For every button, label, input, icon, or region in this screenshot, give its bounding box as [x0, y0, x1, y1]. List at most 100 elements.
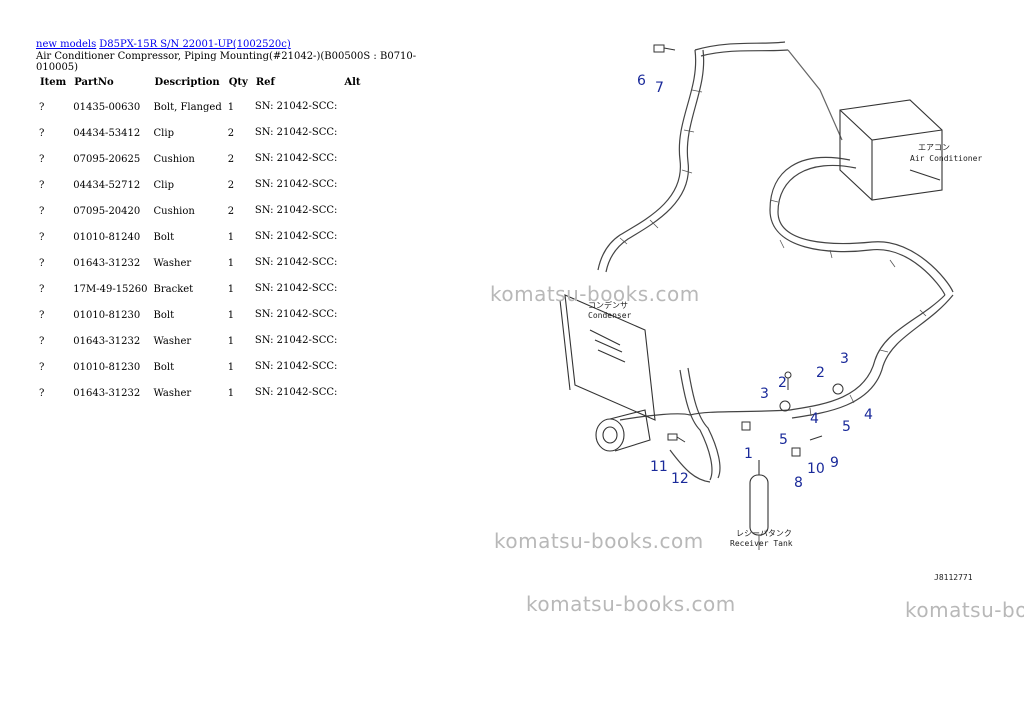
cell-qty: 1 — [227, 309, 235, 321]
cell-description: Bolt — [153, 361, 175, 373]
cell-ref: SN: 21042-SCC: — [254, 127, 338, 138]
parts-table: Item PartNo Description Qty Ref Alt ? 014… — [36, 75, 365, 406]
receiver-tank-label: Receiver Tank — [730, 539, 793, 548]
cell-item: ? — [39, 179, 45, 191]
cell-description: Cushion — [153, 205, 195, 217]
receiver-tank — [749, 460, 769, 536]
cell-description: Washer — [153, 335, 192, 347]
figure-code: J8112771 — [934, 573, 973, 582]
cell-alt — [340, 328, 364, 354]
table-row: ? 01643-31232 Washer 1 SN: 21042-SCC: — [36, 328, 365, 354]
callout-6: 6 — [637, 73, 646, 89]
breadcrumb-model-link[interactable]: D85PX-15R S/N 22001-UP(1002520c) — [99, 39, 291, 50]
column-header-alt: Alt — [344, 77, 361, 88]
cell-partno: 01643-31232 — [73, 335, 141, 347]
cell-description: Bolt — [153, 231, 175, 243]
receiver-tank-jp-label: レシーバタンク — [736, 529, 792, 538]
compressor-unit — [595, 409, 651, 452]
watermark: komatsu-books.com — [494, 529, 704, 553]
hose-lines — [597, 41, 954, 483]
cell-description: Bracket — [153, 283, 194, 295]
cell-qty: 1 — [227, 257, 235, 269]
cell-qty: 2 — [227, 127, 235, 139]
cell-alt — [340, 172, 364, 198]
cell-partno: 01643-31232 — [73, 387, 141, 399]
cell-ref: SN: 21042-SCC: — [254, 361, 338, 372]
cell-ref: SN: 21042-SCC: — [254, 283, 338, 294]
table-row: ? 01435-00630 Bolt, Flanged 1 SN: 21042-SCC: — [36, 94, 365, 120]
cell-partno: 01010-81240 — [73, 231, 141, 243]
cell-item: ? — [39, 231, 45, 243]
hose-ribbing — [619, 89, 927, 417]
column-header-ref: Ref — [255, 77, 275, 88]
cell-description: Washer — [153, 257, 192, 269]
cell-item: ? — [39, 361, 45, 373]
callout-1: 1 — [744, 446, 753, 462]
cell-description: Washer — [153, 387, 192, 399]
cell-item: ? — [39, 153, 45, 165]
cell-qty: 2 — [227, 153, 235, 165]
cell-qty: 2 — [227, 179, 235, 191]
cell-partno: 01010-81230 — [73, 361, 141, 373]
callout-10: 10 — [807, 461, 825, 477]
cell-description: Clip — [153, 179, 174, 191]
condenser-unit — [559, 294, 656, 421]
cell-partno: 17M-49-15260 — [73, 283, 148, 295]
cell-qty: 1 — [227, 387, 235, 399]
air-conditioner-unit — [839, 99, 943, 201]
condenser-label: Condenser — [588, 311, 632, 320]
cell-qty: 1 — [227, 231, 235, 243]
cell-ref: SN: 21042-SCC: — [254, 309, 338, 320]
cell-qty: 1 — [227, 101, 235, 113]
parts-diagram: エアコン Air Conditioner コンデンサ Condenser レシー… — [559, 41, 982, 582]
cell-description: Bolt — [153, 309, 175, 321]
cell-item: ? — [39, 101, 45, 113]
cell-alt — [340, 146, 364, 172]
cell-ref: SN: 21042-SCC: — [254, 335, 338, 346]
cell-alt — [340, 276, 364, 302]
table-row: ? 04434-52712 Clip 2 SN: 21042-SCC: — [36, 172, 365, 198]
callout-3a: 3 — [760, 386, 769, 402]
cell-qty: 1 — [227, 283, 235, 295]
cell-description: Bolt, Flanged — [153, 101, 222, 113]
air-conditioner-jp-label: エアコン — [918, 143, 950, 152]
watermark: komatsu-books.com — [526, 592, 736, 616]
cell-description: Cushion — [153, 153, 195, 165]
cell-item: ? — [39, 127, 45, 139]
callout-3b: 3 — [840, 351, 849, 367]
callout-2b: 2 — [816, 365, 825, 381]
cell-alt — [340, 198, 364, 224]
cell-ref: SN: 21042-SCC: — [254, 101, 338, 112]
column-header-item: Item — [40, 77, 67, 88]
air-conditioner-label: Air Conditioner — [910, 154, 982, 163]
breadcrumb-new-models-link[interactable]: new models — [36, 39, 97, 50]
callout-5b: 5 — [842, 419, 851, 435]
cell-ref: SN: 21042-SCC: — [254, 153, 338, 164]
cell-qty: 1 — [227, 335, 235, 347]
cell-alt — [340, 380, 364, 406]
table-header-row: Item PartNo Description Qty Ref Alt — [36, 75, 365, 94]
column-header-description: Description — [154, 77, 220, 88]
cell-partno: 01643-31232 — [73, 257, 141, 269]
table-row: ? 07095-20625 Cushion 2 SN: 21042-SCC: — [36, 146, 365, 172]
cell-item: ? — [39, 283, 45, 295]
cell-alt — [340, 120, 364, 146]
cell-item: ? — [39, 335, 45, 347]
cell-partno: 01435-00630 — [73, 101, 141, 113]
cell-description: Clip — [153, 127, 174, 139]
callout-4b: 4 — [864, 407, 873, 423]
condenser-jp-label: コンデンサ — [588, 300, 628, 310]
callout-5a: 5 — [779, 432, 788, 448]
cell-partno: 07095-20625 — [73, 153, 141, 165]
cell-ref: SN: 21042-SCC: — [254, 179, 338, 190]
watermark: komatsu-books.com — [490, 282, 700, 306]
cell-partno: 04434-52712 — [73, 179, 141, 191]
